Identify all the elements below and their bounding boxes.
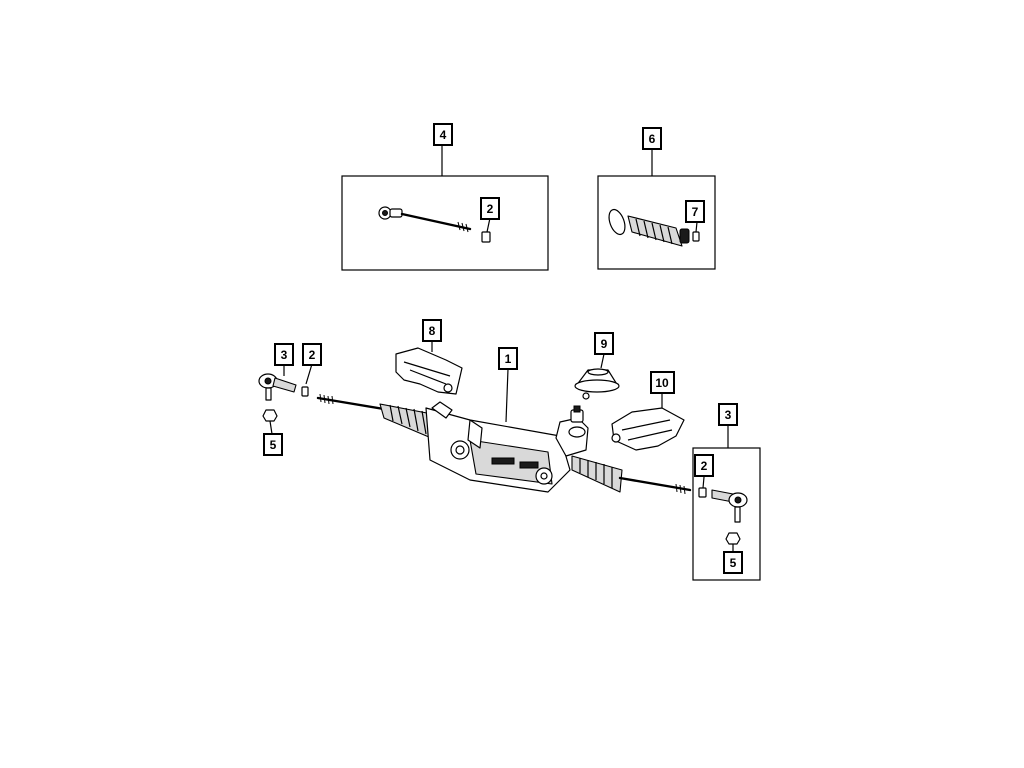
- svg-text:3: 3: [281, 348, 288, 362]
- boot-bellows: [627, 215, 690, 247]
- inner-tie-rod: [378, 206, 472, 233]
- svg-text:5: 5: [270, 438, 277, 452]
- heat-shield-left: [395, 342, 463, 395]
- callout-8: 8: [422, 319, 442, 342]
- callout-4: 4: [433, 123, 453, 146]
- svg-text:5: 5: [730, 556, 737, 570]
- mount-cup: [574, 353, 620, 400]
- right-outer-tie-rod-end: [711, 489, 748, 523]
- callout-9: 9: [594, 332, 614, 355]
- boot-clamp-large: [608, 208, 626, 236]
- svg-text:2: 2: [309, 348, 316, 362]
- svg-text:9: 9: [601, 337, 608, 351]
- steering-rack-assembly: [316, 368, 692, 495]
- callout-3-left: 3: [274, 343, 294, 366]
- svg-text:8: 8: [429, 324, 436, 338]
- callout-6: 6: [642, 127, 662, 150]
- callout-2-right: 2: [694, 454, 714, 477]
- heat-shield-right: [611, 394, 685, 451]
- inner-tie-rod-kit: [341, 145, 549, 271]
- left-outer-tie-rod-end: [258, 373, 297, 401]
- jam-nut-kit: [481, 217, 491, 243]
- kit-frame-6: [597, 175, 716, 270]
- right-tie-rod-end-group: [692, 424, 761, 581]
- callouts: 4 6 2 7 8 9 1 3: [263, 123, 743, 574]
- boot-kit: [597, 149, 716, 270]
- svg-text:7: 7: [692, 205, 699, 219]
- left-tie-rod-end-group: [258, 363, 313, 435]
- svg-text:1: 1: [505, 352, 512, 366]
- svg-text:2: 2: [487, 202, 494, 216]
- boot-clamp-small: [692, 231, 700, 242]
- left-jam-nut: [301, 386, 309, 397]
- callout-3-right: 3: [718, 403, 738, 426]
- svg-text:10: 10: [655, 376, 669, 390]
- pinion-housing: [555, 405, 589, 457]
- svg-text:2: 2: [701, 459, 708, 473]
- callout-1: 1: [498, 347, 518, 370]
- callout-7: 7: [685, 200, 705, 223]
- callout-5-right: 5: [723, 551, 743, 574]
- gear-housing: [425, 401, 571, 493]
- kit-frame-4: [341, 175, 549, 271]
- right-tie-rod-shaft: [618, 476, 692, 492]
- right-castle-nut: [725, 532, 741, 552]
- callout-5-left: 5: [263, 433, 283, 456]
- left-tie-rod-shaft: [316, 396, 392, 412]
- callout-2-kit: 2: [480, 197, 500, 220]
- callout-10: 10: [650, 371, 675, 394]
- left-castle-nut: [262, 409, 278, 435]
- leader-1: [505, 368, 509, 423]
- svg-text:6: 6: [649, 132, 656, 146]
- right-rack-boot: [571, 455, 623, 493]
- svg-text:3: 3: [725, 408, 732, 422]
- right-jam-nut: [698, 487, 707, 498]
- callout-2-left: 2: [302, 343, 322, 366]
- kit-frame-3: [692, 447, 761, 581]
- svg-text:4: 4: [440, 128, 447, 142]
